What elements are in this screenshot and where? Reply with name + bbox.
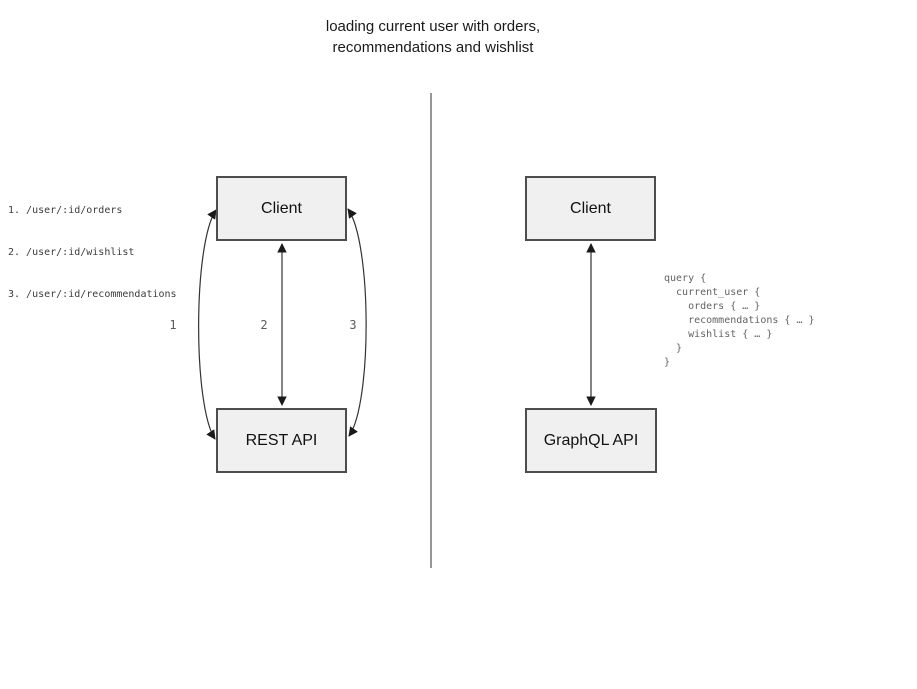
rest-client-box: Client (216, 176, 347, 241)
rest-endpoint-orders: 1. /user/:id/orders (8, 205, 123, 216)
rest-arrow-1-curve (198, 209, 217, 440)
diagram-title: loading current user with orders, recomm… (0, 16, 866, 58)
rest-api-box-label: REST API (245, 431, 318, 449)
rest-endpoint-wishlist: 2. /user/:id/wishlist (8, 247, 135, 258)
rest-api-box: REST API (216, 408, 347, 473)
diagram-title-line1: loading current user with orders, (325, 18, 541, 35)
graphql-api-box-label: GraphQL API (543, 431, 639, 449)
rest-arrow-label-1: 1 (169, 318, 177, 332)
rest-arrow-label-3: 3 (349, 318, 357, 332)
rest-arrow-label-2: 2 (260, 318, 268, 332)
graphql-client-box: Client (525, 176, 656, 241)
graphql-query-snippet: query { current_user { orders { … } reco… (664, 273, 815, 368)
graphql-api-box: GraphQL API (525, 408, 657, 473)
diagram-title-line2: recommendations and wishlist (332, 39, 534, 56)
rest-endpoint-recommendations: 3. /user/:id/recommendations (8, 289, 177, 300)
rest-endpoint-list: 1. /user/:id/orders 2. /user/:id/wishlis… (8, 176, 177, 330)
rest-client-box-label: Client (261, 199, 302, 217)
graphql-client-box-label: Client (570, 199, 611, 217)
